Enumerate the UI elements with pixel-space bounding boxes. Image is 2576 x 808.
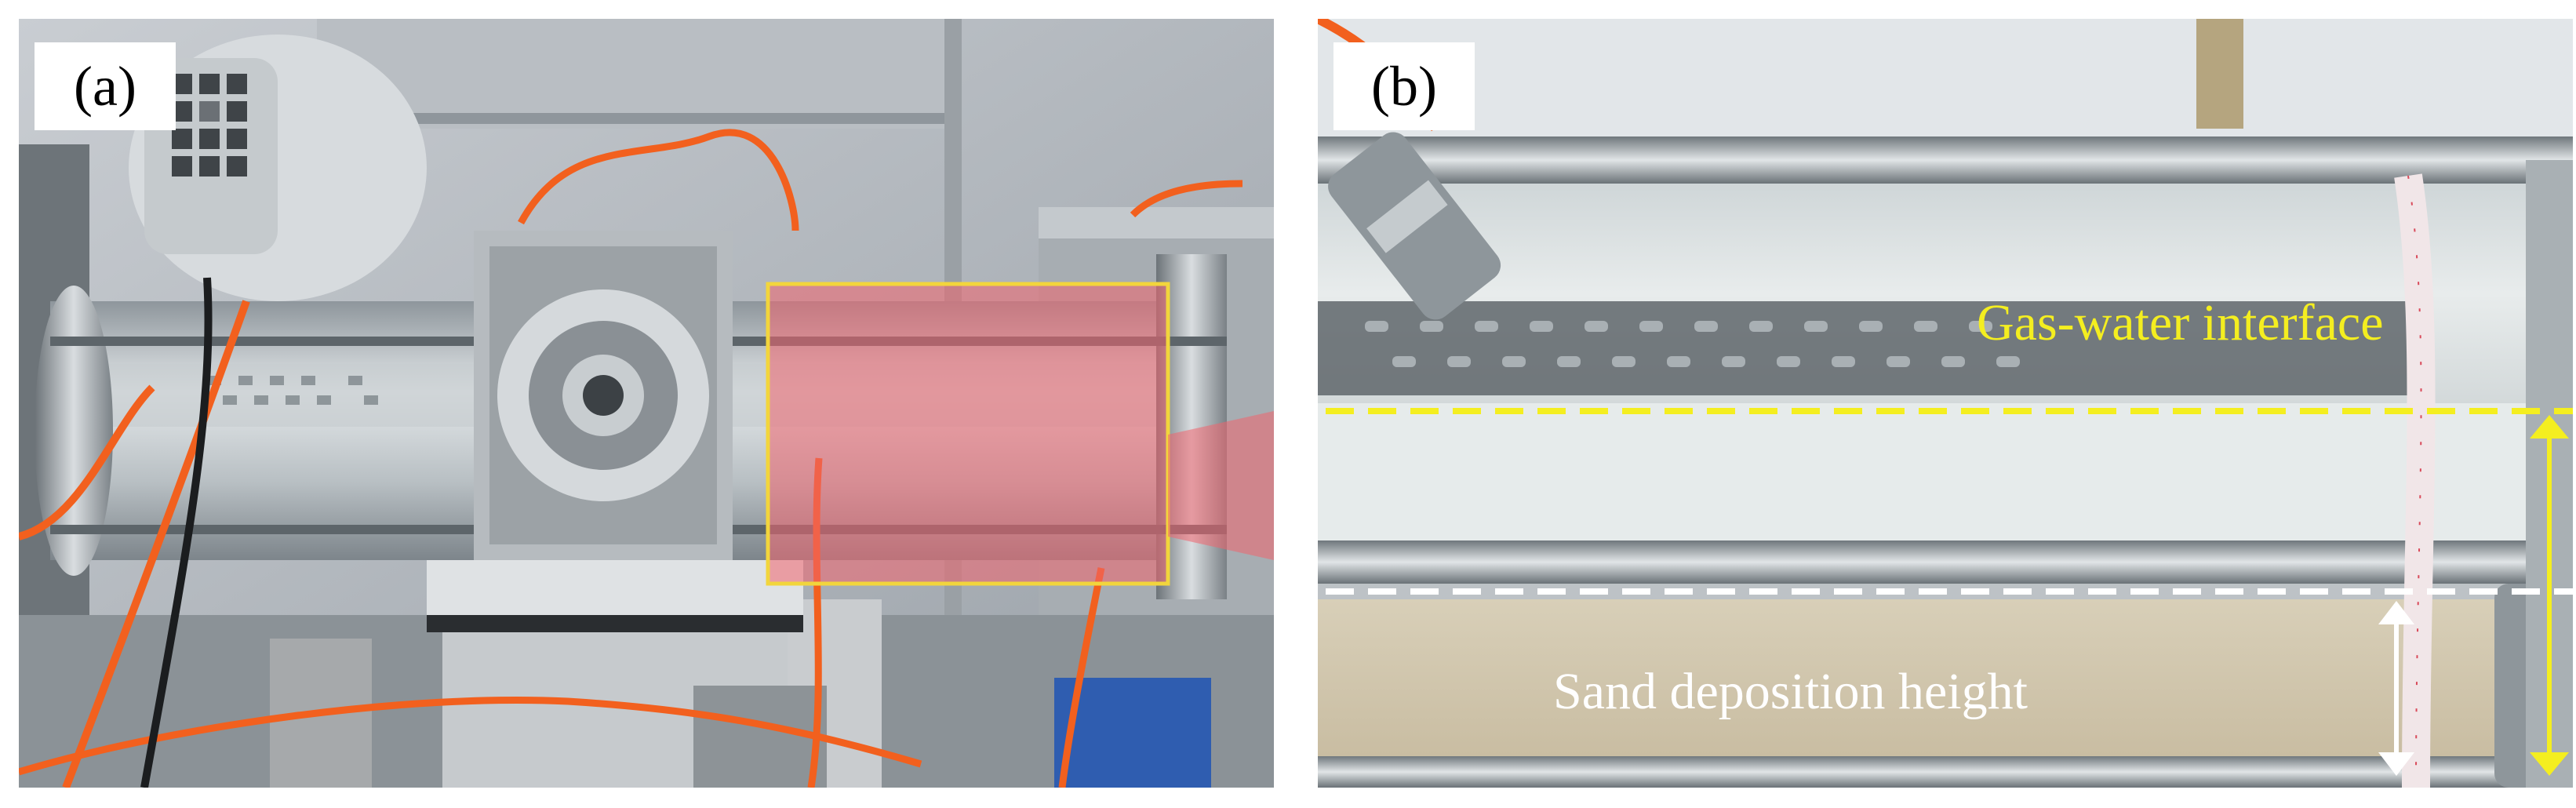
- apparatus-photo: [19, 19, 1274, 788]
- panel-b-photo: (b) Gas-water interface Sand deposition …: [1318, 19, 2573, 788]
- sand-deposition-height-label: Sand deposition height: [1553, 663, 2028, 720]
- gas-water-interface-label: Gas-water interface: [1977, 294, 2384, 351]
- panel-a-photo: (a): [19, 19, 1274, 788]
- panel-a-label: (a): [35, 42, 176, 130]
- tube-closeup-photo: [1318, 19, 2573, 788]
- panel-b-label: (b): [1333, 42, 1475, 130]
